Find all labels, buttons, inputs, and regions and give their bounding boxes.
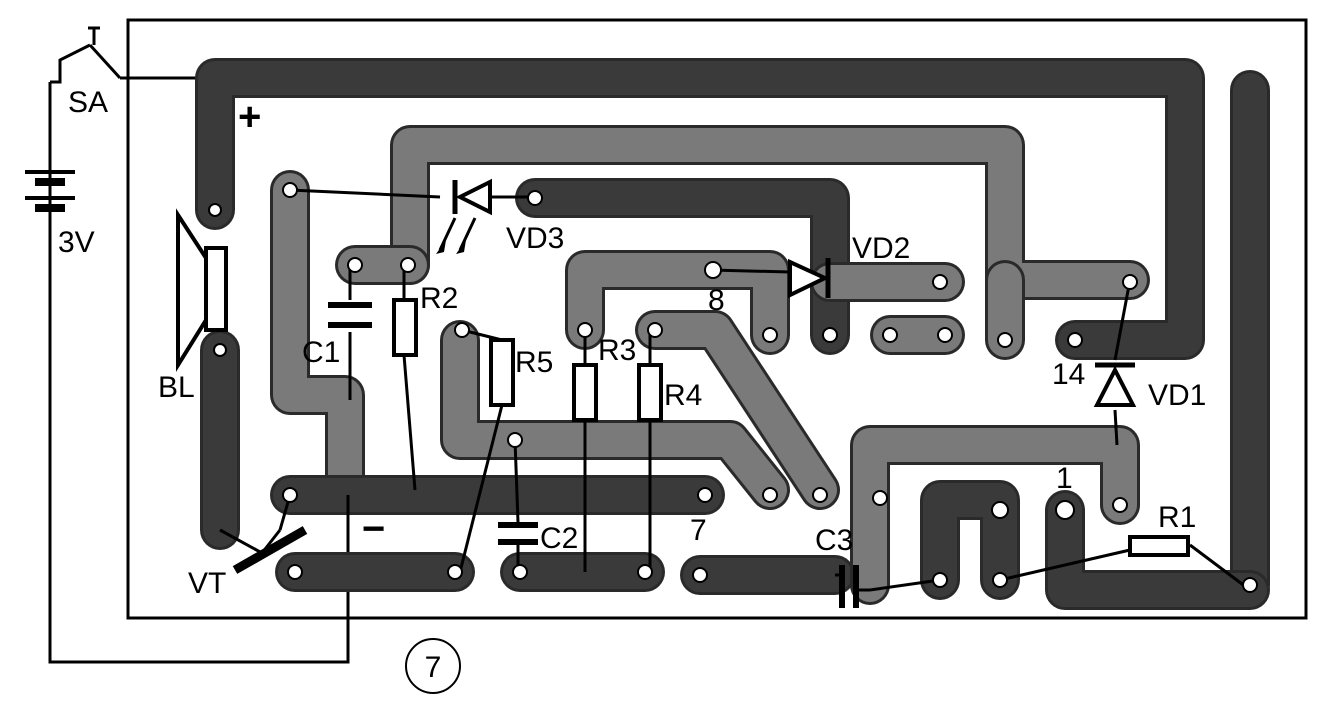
capacitor-label-c3: C3: [815, 524, 853, 557]
pcb-traces: [195, 58, 1270, 610]
battery-voltage-label: 3V: [58, 226, 95, 259]
capacitor-c1-symbol: [328, 302, 372, 328]
pin-label-8: 8: [708, 284, 725, 317]
capacitor-label-c1: C1: [302, 336, 340, 369]
resistor-label-r1: R1: [1158, 501, 1196, 534]
resistor-r4-symbol: [637, 363, 663, 422]
switch-label-sa: SA: [68, 86, 108, 119]
resistor-r5-symbol: [489, 338, 515, 407]
resistor-r1-symbol: [1128, 535, 1190, 557]
resistor-r3-symbol: [572, 363, 598, 422]
component-wires: [219, 188, 1251, 592]
capacitor-label-c2: C2: [540, 522, 578, 555]
resistor-label-r4: R4: [664, 379, 702, 412]
led-vd3-symbol: [436, 178, 492, 254]
resistor-label-r3: R3: [598, 334, 636, 367]
pin-label-7: 7: [690, 514, 707, 547]
solder-pads: [208, 182, 1258, 593]
negative-rail-sign: −: [362, 507, 385, 551]
battery-symbol: [25, 170, 75, 212]
transistor-vt-symbol: [232, 526, 308, 574]
positive-rail-sign: +: [238, 95, 261, 139]
diode-vd1-symbol: [1093, 362, 1137, 407]
resistor-label-r2: R2: [420, 282, 458, 315]
battery-circuit: [48, 26, 350, 664]
resistor-label-r5: R5: [515, 346, 553, 379]
diode-label-vd2: VD2: [852, 232, 910, 265]
speaker-label-bl: BL: [158, 371, 195, 404]
led-label-vd3: VD3: [506, 222, 564, 255]
board-outline: [126, 18, 1308, 620]
diode-vd2-symbol: [788, 258, 831, 299]
transistor-label-vt: VT: [188, 567, 226, 600]
speaker-bl-symbol: [176, 208, 228, 372]
capacitor-c2-symbol: [498, 522, 538, 545]
figure-number-label: 7: [425, 651, 442, 684]
resistor-r2-symbol: [392, 298, 418, 357]
diode-label-vd1: VD1: [1148, 379, 1206, 412]
pin-label-1: 1: [1056, 462, 1073, 495]
figure-number-badge: 7: [405, 638, 461, 694]
pin-label-14: 14: [1052, 358, 1085, 391]
capacitor-c3-symbol: [835, 565, 870, 608]
